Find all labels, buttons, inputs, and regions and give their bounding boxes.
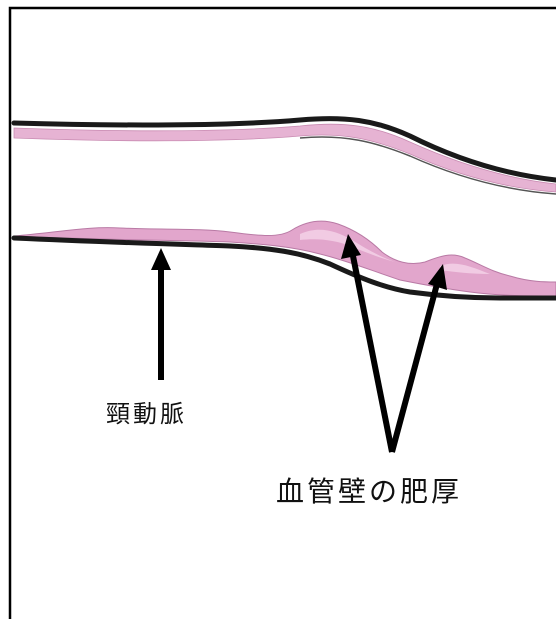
lower-wall-plaque [13,220,556,297]
upper-wall-line [11,116,556,183]
wall-arrow-left-head [341,234,361,259]
plaque-highlight-2 [440,263,490,274]
wall-thickening-label: 血管壁の肥厚 [276,475,463,508]
wall-arrow-right-shaft [389,283,440,453]
artery-label: 頸動脈 [106,400,187,428]
lower-wall-line [11,235,556,301]
upper-wall-edge [299,136,556,195]
wall-arrow-left-shaft [350,255,395,453]
plaque-highlight [300,229,395,262]
wall-arrow-right-head [428,264,447,290]
frame-border [8,6,556,619]
upper-wall-intima [13,123,556,193]
artery-arrow-head [151,248,171,270]
